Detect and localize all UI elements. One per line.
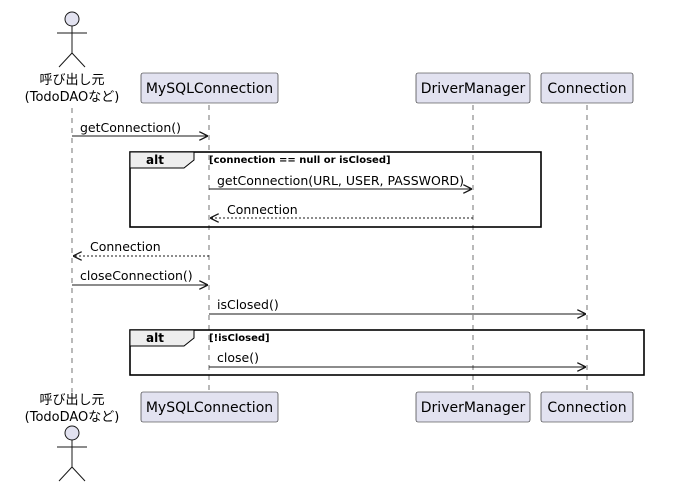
caller-label-line2: (TodoDAOなど)	[25, 410, 120, 425]
mysqlconnection-label: MySQLConnection	[146, 81, 273, 97]
caller-label-line2: (TodoDAOなど)	[25, 90, 120, 105]
fragment-tab	[129, 151, 195, 169]
drivermanager-label: DriverManager	[421, 400, 526, 416]
fragment-guard: [connection == null or isClosed]	[209, 155, 391, 166]
message-driver-get-connection: getConnection(URL, USER, PASSWORD)	[209, 173, 472, 189]
message-close-connection: closeConnection()	[72, 268, 208, 285]
message-label: getConnection()	[80, 120, 181, 135]
fragment-frame	[129, 151, 542, 228]
message-get-connection: getConnection()	[72, 120, 208, 136]
fragment-tab	[129, 329, 195, 347]
message-label: isClosed()	[217, 297, 279, 312]
fragment-keyword: alt	[146, 153, 164, 167]
actor-icon	[57, 425, 87, 482]
message-label: close()	[217, 350, 259, 365]
message-label: getConnection(URL, USER, PASSWORD)	[217, 173, 464, 188]
actor-caller-bottom: 呼び出し元 (TodoDAOなど)	[25, 393, 120, 482]
message-return-connection: Connection	[73, 239, 209, 256]
message-label: Connection	[90, 239, 161, 254]
actor-caller-top: 呼び出し元 (TodoDAOなど)	[25, 11, 120, 105]
participant-drivermanager-top: DriverManager	[415, 72, 531, 104]
participant-connection-bottom: Connection	[540, 391, 634, 423]
caller-label-line1: 呼び出し元	[39, 73, 104, 88]
connection-label: Connection	[547, 400, 626, 416]
fragment-guard: [!isClosed]	[209, 333, 270, 344]
participant-mysqlconnection-top: MySQLConnection	[140, 72, 279, 104]
alt-fragment-2: alt [!isClosed] close()	[129, 329, 645, 376]
fragment-frame	[129, 329, 645, 376]
participant-connection-top: Connection	[540, 72, 634, 104]
participant-mysqlconnection-bottom: MySQLConnection	[140, 391, 279, 423]
fragment-keyword: alt	[146, 331, 164, 345]
connection-label: Connection	[547, 81, 626, 97]
mysqlconnection-label: MySQLConnection	[146, 400, 273, 416]
message-label: closeConnection()	[80, 268, 193, 283]
drivermanager-label: DriverManager	[421, 81, 526, 97]
message-close: close()	[209, 350, 586, 367]
message-label: Connection	[227, 202, 298, 217]
participant-drivermanager-bottom: DriverManager	[415, 391, 531, 423]
actor-icon	[57, 11, 87, 68]
caller-label-line1: 呼び出し元	[39, 393, 104, 408]
alt-fragment-1: alt [connection == null or isClosed] get…	[129, 151, 542, 228]
message-is-closed: isClosed()	[209, 297, 586, 314]
message-driver-return: Connection	[210, 202, 473, 218]
